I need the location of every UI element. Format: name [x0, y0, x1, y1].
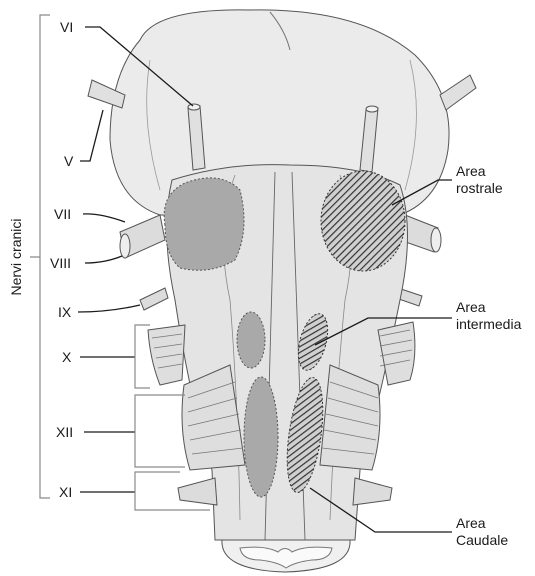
label-viii: VIII — [50, 255, 71, 271]
rostral-area-right — [321, 171, 405, 271]
bracket-x — [135, 325, 150, 388]
label-v: V — [64, 153, 74, 169]
leader-viii — [85, 256, 122, 263]
leader-v — [80, 110, 103, 161]
label-area-caudal-line1: Area — [456, 515, 486, 531]
nerve-v-right — [440, 75, 476, 110]
label-vi: VI — [60, 19, 73, 35]
label-area-intermediate-line1: Area — [456, 299, 486, 315]
label-area-intermediate-line2: intermedia — [456, 316, 522, 332]
nerve-xi-right — [353, 478, 392, 505]
intermediate-area-left — [237, 312, 265, 368]
label-ix: IX — [58, 304, 72, 320]
nerve-vii-left-end — [120, 234, 130, 258]
leader-vii — [83, 214, 125, 222]
label-xii: XII — [56, 424, 73, 440]
leader-ix — [78, 305, 140, 312]
label-area-intermediate: Area intermedia — [456, 299, 522, 332]
label-area-rostral-line1: Area — [456, 163, 486, 179]
nerve-vii-right-end — [431, 228, 441, 252]
cranial-nerves-bracket — [30, 15, 50, 498]
nerve-xi-left — [178, 478, 217, 505]
nerve-vi-left-tip — [188, 104, 200, 110]
nerve-vi-right-tip — [366, 106, 378, 112]
nerve-x-rootlets-left — [148, 325, 185, 385]
label-area-rostral: Area rostrale — [456, 163, 503, 196]
bracket-xii — [135, 395, 185, 467]
label-x: X — [62, 349, 72, 365]
label-area-caudal: Area Caudale — [456, 515, 508, 548]
label-area-caudal-line2: Caudale — [456, 532, 508, 548]
caudal-area-left — [244, 377, 278, 497]
rostral-area-left — [164, 178, 244, 270]
label-area-rostral-line2: rostrale — [456, 180, 503, 196]
label-vii: VII — [54, 206, 71, 222]
label-xi: XI — [59, 484, 72, 500]
nerve-ix-left — [140, 288, 168, 310]
cranial-nerves-label: Nervi cranici — [8, 218, 24, 295]
